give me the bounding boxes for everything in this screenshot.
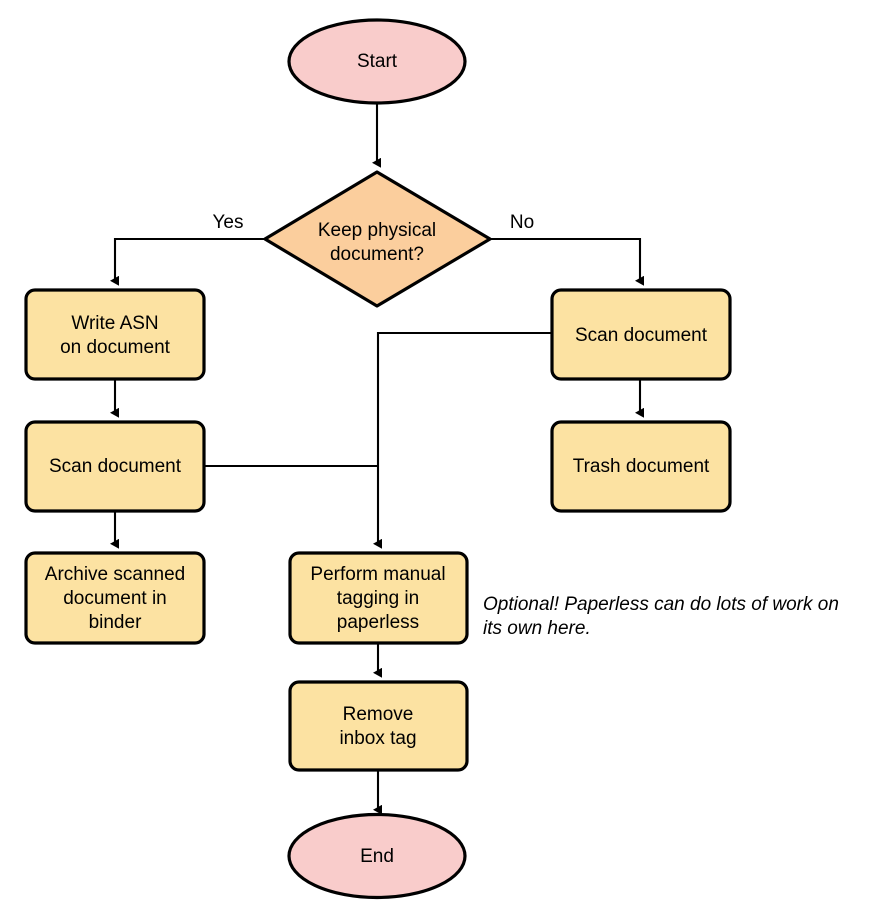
node-write-asn-on-document[interactable]: Write ASN on document (24, 288, 206, 381)
node-archive-label-line3: binder (89, 612, 142, 633)
edge-label-yes: Yes (213, 212, 244, 233)
node-remove-inbox-label-line1: Remove (343, 704, 414, 725)
node-scan-document-left-label: Scan document (49, 456, 182, 477)
node-end-label: End (360, 846, 394, 867)
node-decision-label-line2: document? (330, 244, 424, 265)
node-tagging-label-line3: paperless (337, 612, 419, 633)
node-scan-document-left[interactable]: Scan document (24, 420, 206, 513)
node-tagging-label-line2: tagging in (337, 588, 419, 609)
node-write-asn-label-line1: Write ASN (71, 313, 158, 334)
node-scan-document-right-label: Scan document (575, 325, 708, 346)
node-trash-document[interactable]: Trash document (550, 420, 732, 513)
node-trash-document-label: Trash document (573, 456, 710, 477)
node-start-label: Start (357, 51, 398, 72)
node-decision-label-line1: Keep physical (318, 220, 436, 241)
node-scan-document-right[interactable]: Scan document (550, 288, 732, 381)
node-archive-scanned-document[interactable]: Archive scanned document in binder (24, 551, 206, 645)
node-tagging-label-line1: Perform manual (310, 564, 445, 585)
note-line2: its own here. (483, 618, 591, 639)
edge-label-no: No (510, 212, 534, 233)
note-line1: Optional! Paperless can do lots of work … (483, 594, 839, 615)
node-remove-inbox-tag[interactable]: Remove inbox tag (288, 680, 469, 772)
node-end[interactable]: End (287, 812, 467, 900)
edge-scan-right-to-tagging (373, 331, 552, 549)
node-perform-manual-tagging[interactable]: Perform manual tagging in paperless (288, 551, 469, 645)
node-remove-inbox-label-line2: inbox tag (339, 728, 416, 749)
node-start[interactable]: Start (287, 18, 467, 105)
annotation-note-optional: Optional! Paperless can do lots of work … (483, 594, 839, 639)
node-archive-label-line2: document in (63, 588, 167, 609)
node-write-asn-label-line2: on document (60, 337, 171, 358)
node-decision-keep-physical-document[interactable]: Keep physical document? (263, 170, 492, 308)
edge-decision-no-to-scan-right: No (490, 212, 644, 286)
edge-decision-yes-to-write-asn: Yes (110, 212, 265, 286)
node-archive-label-line1: Archive scanned (45, 564, 185, 585)
